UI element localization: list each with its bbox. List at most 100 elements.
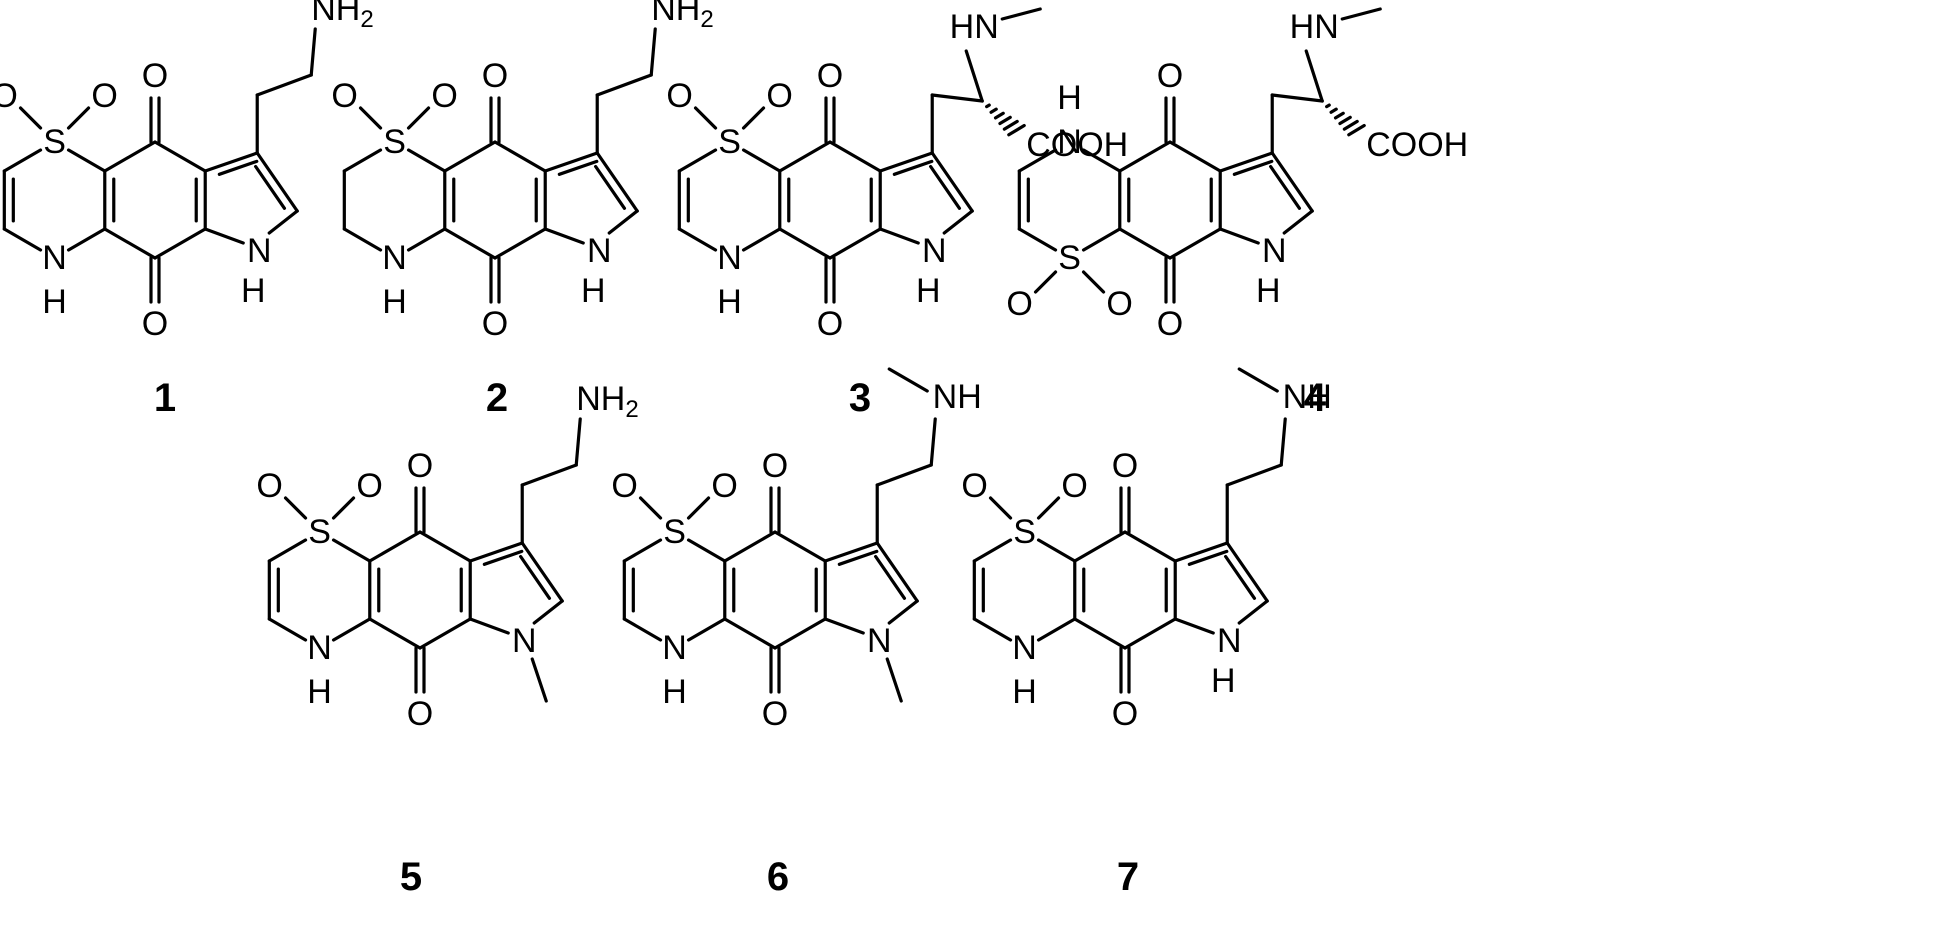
sulfur-atom: S [308,513,331,551]
double-bond-inner [1232,159,1274,176]
bond [103,227,157,260]
hydrogen-atom: H [1057,79,1082,117]
hash-wedge [993,111,1005,120]
bond [878,227,920,245]
bond [1270,93,1324,103]
bond [532,599,564,625]
hash-wedge [1342,119,1359,131]
bond [443,140,497,173]
methyl-bond [887,367,929,393]
bond [203,227,245,245]
oxygen-atom: O [1106,285,1132,323]
sulfur-atom: S [1013,513,1036,551]
nitrogen-atom: N [382,239,407,277]
sulfur-atom: S [43,123,66,161]
nitrogen-atom: N [867,622,892,660]
bond [1036,538,1077,563]
bond [1036,617,1077,642]
bond [309,27,317,77]
sulfone-bond [1081,270,1106,294]
compound-label: 3 [849,376,871,420]
hydrogen-atom: H [581,272,606,310]
bond [1270,151,1314,213]
bond [929,417,937,467]
hash-wedge [1002,119,1019,131]
bond [1073,617,1127,650]
nitrogen-atom: N [1217,622,1242,660]
hydrogen-atom: H [1211,662,1236,700]
amino-group: NH [933,378,982,416]
nitrogen-atom: N [1262,232,1287,270]
bond [677,227,718,252]
bond [1123,530,1177,563]
double-bond-inner [892,159,934,176]
oxygen-atom: O [407,447,433,485]
bond [153,227,207,260]
methyl-bond [885,657,903,703]
oxygen-atom: O [256,467,282,505]
bond [1225,541,1269,603]
hash-wedge [998,115,1012,126]
bond [406,148,447,173]
bond [677,148,718,173]
bond [342,148,383,173]
nitrogen-atom: N [662,629,687,667]
oxygen-atom: O [482,305,508,343]
bond [342,227,383,252]
oxygen-atom: O [817,57,843,95]
oxygen-atom: O [1112,695,1138,733]
double-bond-inner [1187,549,1229,566]
bond [255,151,299,213]
hash-wedge [1347,123,1366,137]
bond [468,617,510,635]
bond [686,617,727,642]
bond [1017,227,1058,252]
hash-wedge [1329,107,1338,114]
hash-wedge [985,103,991,109]
oxygen-atom: O [611,467,637,505]
sulfone-bond [331,496,356,520]
bond [203,151,259,173]
double-bond-inner [557,159,599,176]
sulfone-bond [358,106,383,130]
bond [875,463,933,487]
nitrogen-atom: N [307,629,332,667]
oxygen-atom: O [431,77,457,115]
sulfone-bond [283,496,308,520]
methyl-bond [1340,7,1382,21]
oxygen-atom: O [0,77,18,115]
bond [773,530,827,563]
methyl-bond [530,657,548,703]
bond [520,541,564,603]
bond [773,617,827,650]
bond [930,93,984,103]
double-bond-inner [929,164,962,210]
oxygen-atom: O [711,467,737,505]
hash-wedge [1333,111,1345,120]
double-bond-inner [874,554,907,600]
oxygen-atom: O [1157,57,1183,95]
double-bond-inner [594,164,627,210]
bond [1218,151,1274,173]
bond [607,209,639,235]
bond [828,140,882,173]
oxygen-atom: O [762,447,788,485]
amino-group: NH2 [651,0,713,33]
nitrogen-atom: N [1012,629,1037,667]
bond [778,227,832,260]
bond [887,599,919,625]
bond [595,151,639,213]
amino-group: NH2 [311,0,373,33]
double-bond-inner [217,159,259,176]
nitrogen-atom: N [922,232,947,270]
bond [823,541,879,563]
oxygen-atom: O [817,305,843,343]
bond [1173,617,1215,635]
nitrogen-atom: N [587,232,612,270]
double-bond-inner [1224,554,1257,600]
bond [368,530,422,563]
